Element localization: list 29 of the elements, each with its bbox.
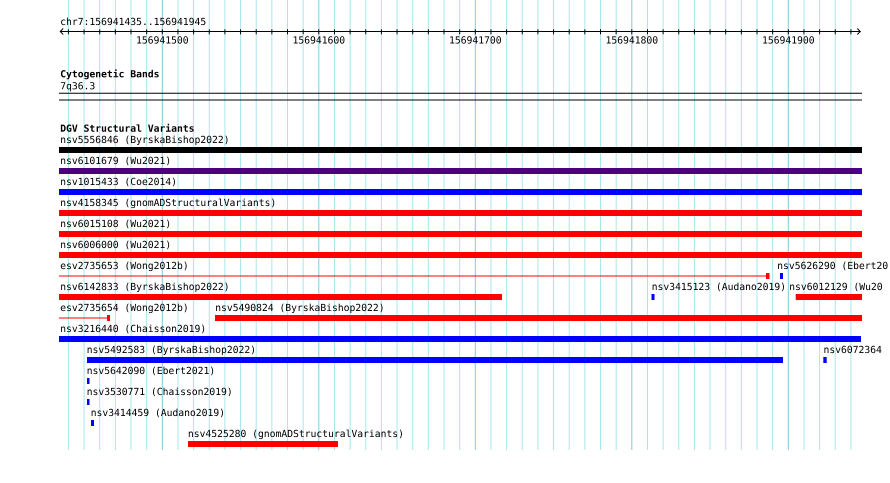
feature-label: nsv3415123 (Audano2019) — [652, 282, 784, 292]
tick-label: 156941900 — [763, 36, 814, 44]
feature-label: nsv5626290 (Ebert20 — [778, 262, 888, 270]
track-title: Cytogenetic Bands — [60, 69, 159, 80]
tick-label: 156941800 — [606, 36, 658, 44]
feature-label: esv2735653 (Wong2012b) — [60, 262, 187, 272]
feature-label: nsv5642090 (Ebert2021) — [88, 366, 214, 376]
feature-label: nsv6015108 (Wu2021) — [61, 220, 170, 228]
feature-label: nsv4525280 (gnomADStructuralVariants) — [188, 430, 402, 440]
feature-label: nsv6006000 (Wu2021) — [61, 240, 170, 250]
locus-label: chr7:156941435..156941945 — [61, 18, 206, 26]
feature-label: nsv5492583 (ByrskaBishop2022) — [88, 346, 254, 355]
feature-label: nsv3530771 (Chaisson2019) — [88, 388, 231, 396]
feature-label: nsv6142833 (ByrskaBishop2022) — [61, 282, 228, 292]
tick-label: 156941500 — [137, 36, 188, 44]
feature-label: esv2735654 (Wong2012b) — [60, 304, 187, 314]
feature-label: nsv5490824 (ByrskaBishop2022) — [216, 304, 383, 313]
feature-label: nsv3414459 (Audano2019) — [92, 408, 223, 418]
tick-label: 156941700 — [450, 36, 501, 44]
feature-label: nsv4158345 (gnomADStructuralVariants) — [61, 198, 274, 208]
feature-label: nsv6012129 (Wu20 — [790, 282, 882, 292]
feature-label: nsv6101679 (Wu2021) — [61, 156, 170, 166]
tick-label: 156941600 — [294, 36, 344, 44]
feature-label: nsv6072364 — [824, 346, 882, 354]
feature-label: nsv3216440 (Chaisson2019) — [61, 324, 204, 334]
band-label: 7q36.3 — [60, 82, 95, 92]
feature-label: nsv1015433 (Coe2014) — [61, 178, 175, 186]
feature-label: nsv5556846 (ByrskaBishop2022) — [61, 136, 228, 145]
track-title: DGV Structural Variants — [60, 124, 194, 132]
